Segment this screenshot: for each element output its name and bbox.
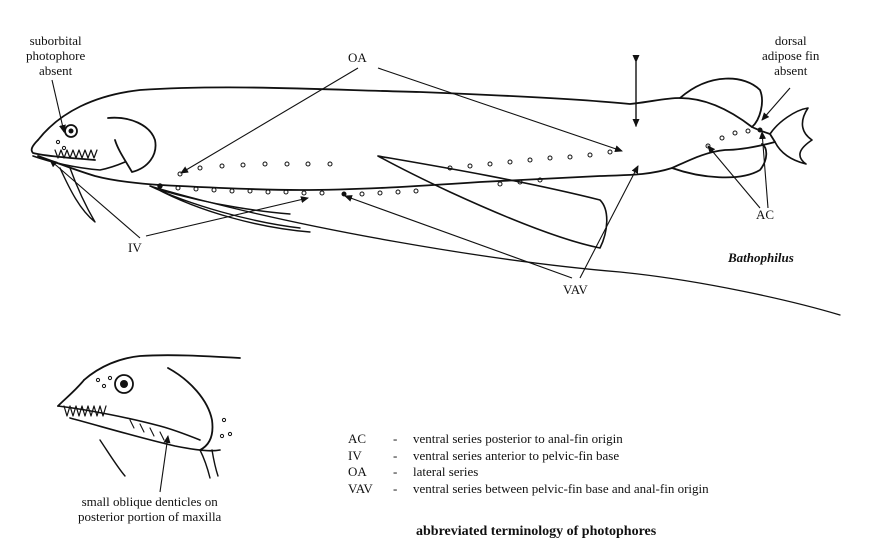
inset-head xyxy=(57,354,241,479)
label-denticles: small oblique denticles on posterior por… xyxy=(78,494,222,524)
legend-dash: - xyxy=(393,464,398,479)
fish-teeth xyxy=(54,149,98,159)
fish-pelvic-fin xyxy=(377,155,608,249)
vav-photophores xyxy=(341,177,543,197)
leader-iv-1 xyxy=(49,159,141,239)
fish-anal-fin xyxy=(671,143,768,179)
fish-pectoral-rays xyxy=(149,185,311,233)
legend-desc: ventral series between pelvic-fin base a… xyxy=(413,480,709,496)
label-dorsal-adipose: dorsal adipose fin absent xyxy=(762,33,820,78)
ac-photophores xyxy=(705,127,763,149)
legend-abbr: OA xyxy=(348,464,367,479)
legend-desc: ventral series anterior to pelvic-fin ba… xyxy=(413,447,620,463)
legend-desc: ventral series posterior to anal-fin ori… xyxy=(413,431,623,446)
leader-denticles xyxy=(159,435,171,493)
fish-caudal-fin xyxy=(769,107,813,165)
leader-ac-2 xyxy=(759,131,769,209)
label-ac: AC xyxy=(756,207,775,222)
fish-body-outline xyxy=(37,86,776,191)
leader-oa-1 xyxy=(180,67,359,174)
leader-dorsal xyxy=(761,87,791,121)
leader-vav-1 xyxy=(344,195,573,279)
leader-ac-1 xyxy=(707,145,761,209)
legend-row: OA - lateral series xyxy=(348,464,709,481)
legend-dash: - xyxy=(393,480,398,496)
oa-photophores xyxy=(177,149,613,177)
fish-barbel xyxy=(59,167,96,223)
fish-long-ray xyxy=(149,185,841,316)
photophores xyxy=(55,127,763,197)
fish-lower-jaw xyxy=(32,155,126,171)
legend-abbr: AC xyxy=(348,431,367,446)
leader-iv-2 xyxy=(145,196,309,237)
label-suborbital: suborbital photophore absent xyxy=(26,33,86,78)
fish-dorsal-fin xyxy=(679,77,763,128)
leader-suborbital xyxy=(51,79,66,133)
legend-desc: lateral series xyxy=(413,464,479,479)
fish-operculum xyxy=(107,116,157,173)
label-vav: VAV xyxy=(563,282,588,297)
leader-vav-2 xyxy=(579,165,639,279)
legend-dash: - xyxy=(393,447,398,463)
label-genus: Bathophilus xyxy=(728,250,794,265)
legend-row: AC - ventral series posterior to anal-fi… xyxy=(348,431,709,448)
iv-photophores xyxy=(157,183,325,196)
label-oa: OA xyxy=(348,50,367,65)
fish-snout xyxy=(30,139,96,161)
legend-row: VAV - ventral series between pelvic-fin … xyxy=(348,481,709,498)
legend-abbr: IV xyxy=(348,447,362,463)
leader-oa-2 xyxy=(377,67,623,153)
photophore-legend: AC - ventral series posterior to anal-fi… xyxy=(348,431,709,497)
figure-caption: abbreviated terminology of photophores xyxy=(416,524,657,539)
label-iv: IV xyxy=(128,240,142,255)
legend-abbr: VAV xyxy=(348,480,373,496)
legend-dash: - xyxy=(393,431,398,446)
legend-row: IV - ventral series anterior to pelvic-f… xyxy=(348,448,709,465)
